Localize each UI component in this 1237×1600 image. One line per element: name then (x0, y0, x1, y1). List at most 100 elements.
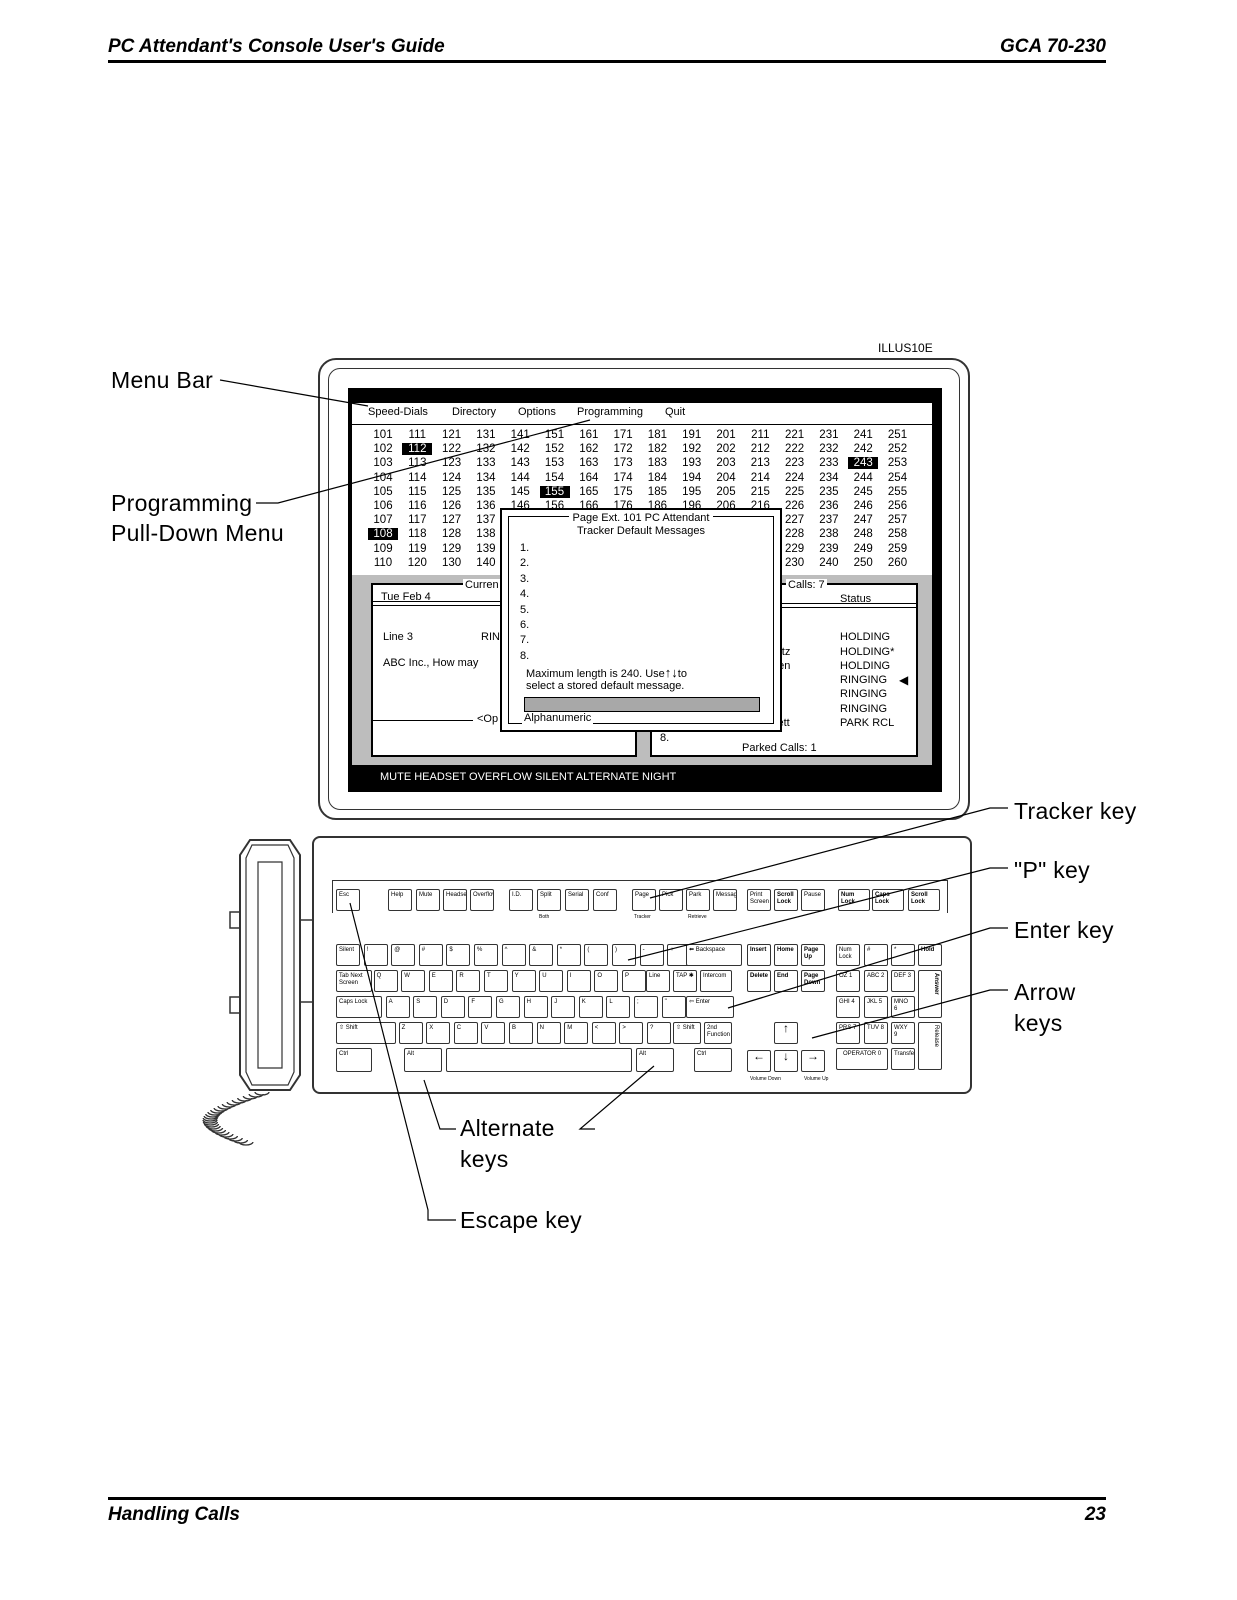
extension-cell[interactable]: 195 (682, 485, 702, 498)
extension-cell[interactable]: 143 (510, 457, 530, 470)
right-alt-key[interactable]: Alt (636, 1048, 674, 1072)
extension-cell[interactable]: 173 (613, 457, 633, 470)
hold-key[interactable]: Hold (918, 944, 942, 966)
letter-key[interactable]: Y (511, 970, 536, 992)
extension-cell[interactable]: 165 (579, 485, 599, 498)
up-arrow-key[interactable]: ↑ (774, 1022, 798, 1044)
caps-lock-indicator[interactable]: Caps Lock (872, 889, 904, 911)
right-arrow-key[interactable]: → (801, 1050, 825, 1072)
page-up-key[interactable]: Page Up (801, 944, 825, 966)
right-shift-key[interactable]: ⇧ Shift (673, 1022, 701, 1044)
scroll-lock-key[interactable]: Scroll Lock (774, 889, 798, 911)
extension-cell[interactable]: 205 (716, 485, 736, 498)
extension-cell[interactable]: 154 (544, 471, 565, 484)
extension-cell[interactable]: 114 (408, 471, 427, 484)
extension-cell[interactable]: 109 (373, 542, 393, 555)
number-key[interactable]: & (529, 944, 554, 966)
extension-cell[interactable]: 212 (750, 443, 770, 456)
scroll-lock-indicator[interactable]: Scroll Lock (908, 889, 940, 911)
extension-cell[interactable]: 238 (819, 528, 839, 541)
delete-key[interactable]: Delete (747, 970, 771, 992)
extension-cell[interactable]: 171 (613, 429, 633, 441)
letter-key[interactable]: R (456, 970, 481, 992)
left-alt-key[interactable]: Alt (404, 1048, 442, 1072)
extension-cell[interactable]: 164 (579, 471, 599, 484)
conf-key[interactable]: Conf (593, 889, 617, 911)
end-key[interactable]: End (774, 970, 798, 992)
extension-cell[interactable]: 194 (682, 471, 702, 484)
operator-key[interactable]: OPERATOR 0 (836, 1048, 888, 1070)
release-key[interactable]: Release (918, 1022, 942, 1070)
extension-cell[interactable]: 237 (819, 514, 839, 527)
letter-key[interactable]: B (509, 1022, 533, 1044)
extension-cell[interactable]: 139 (476, 542, 496, 555)
extension-cell[interactable]: 223 (785, 457, 805, 470)
extension-cell[interactable]: 145 (510, 485, 530, 498)
extension-cell[interactable]: 201 (716, 429, 736, 441)
menu-quit[interactable]: Quit (665, 406, 686, 418)
extension-cell[interactable]: 174 (613, 471, 633, 484)
letter-key[interactable]: " (661, 996, 686, 1018)
keypad-1-key[interactable]: OZ 1 (836, 970, 860, 992)
id-key[interactable]: I.D. (509, 889, 533, 911)
extension-cell[interactable]: 249 (853, 542, 873, 555)
extension-cell[interactable]: 120 (407, 556, 427, 569)
extension-cell[interactable]: 122 (442, 443, 462, 456)
number-key[interactable]: $ (446, 944, 471, 966)
insert-key[interactable]: Insert (747, 944, 771, 966)
extension-cell[interactable]: 151 (544, 429, 565, 441)
extension-cell[interactable]: 242 (853, 443, 873, 456)
keypad-6-key[interactable]: MNO 6 (891, 996, 915, 1018)
letter-key[interactable]: G (496, 996, 520, 1018)
extension-cell[interactable]: 138 (476, 528, 496, 541)
extension-cell[interactable]: 255 (887, 485, 908, 498)
keypad-4-key[interactable]: GHI 4 (836, 996, 860, 1018)
extension-cell[interactable]: 112 (402, 443, 433, 456)
extension-cell[interactable]: 136 (476, 500, 496, 512)
letter-key[interactable]: W (401, 970, 426, 992)
extension-cell[interactable]: 185 (647, 485, 667, 498)
extension-cell[interactable]: 214 (750, 471, 770, 484)
letter-key[interactable]: X (426, 1022, 451, 1044)
letter-key[interactable]: C (453, 1022, 478, 1044)
split-key[interactable]: Split (537, 889, 561, 911)
extension-cell[interactable]: 162 (579, 443, 599, 456)
letter-key[interactable]: M (564, 1022, 589, 1044)
overflow-key[interactable]: Overflow (470, 889, 494, 911)
extension-cell[interactable]: 246 (853, 500, 873, 512)
extension-cell[interactable]: 124 (442, 471, 462, 484)
extension-cell[interactable]: 118 (408, 528, 427, 541)
letter-key[interactable]: O (594, 970, 619, 992)
extension-cell[interactable]: 215 (750, 485, 770, 498)
menu-options[interactable]: Options (518, 406, 556, 418)
extension-cell[interactable]: 231 (819, 429, 839, 441)
letter-key[interactable]: ; (634, 996, 658, 1018)
extension-cell[interactable]: 213 (750, 457, 770, 470)
extension-cell[interactable]: 257 (887, 514, 908, 527)
answer-key[interactable]: Answer (918, 970, 942, 1018)
left-shift-key[interactable]: ⇧ Shift (336, 1022, 396, 1044)
number-key[interactable]: * (556, 944, 581, 966)
letter-key[interactable]: I (566, 970, 591, 992)
pause-key[interactable]: Pause (801, 889, 825, 911)
extension-cell[interactable]: 133 (476, 457, 496, 470)
number-key[interactable]: % (474, 944, 498, 966)
serial-key[interactable]: Serial (565, 889, 589, 911)
num-lock-key[interactable]: Num Lock (836, 944, 860, 966)
extension-cell[interactable]: 126 (442, 500, 462, 512)
extension-cell[interactable]: 253 (887, 457, 908, 470)
number-key[interactable]: ( (584, 944, 609, 966)
letter-key[interactable]: > (619, 1022, 644, 1044)
keypad-2-key[interactable]: ABC 2 (864, 970, 888, 992)
letter-key[interactable]: S (413, 996, 438, 1018)
tap-key[interactable]: TAP ✱ (673, 970, 697, 992)
extension-cell[interactable]: 248 (853, 528, 873, 541)
extension-cell[interactable]: 258 (887, 528, 908, 541)
extension-cell[interactable]: 102 (373, 443, 393, 456)
extension-cell[interactable]: 117 (408, 514, 427, 527)
extension-cell[interactable]: 250 (853, 556, 873, 569)
extension-cell[interactable]: 235 (819, 485, 839, 498)
page-down-key[interactable]: Page Down (801, 970, 825, 992)
extension-cell[interactable]: 135 (476, 485, 496, 498)
message-slot[interactable]: 6. (520, 619, 530, 631)
